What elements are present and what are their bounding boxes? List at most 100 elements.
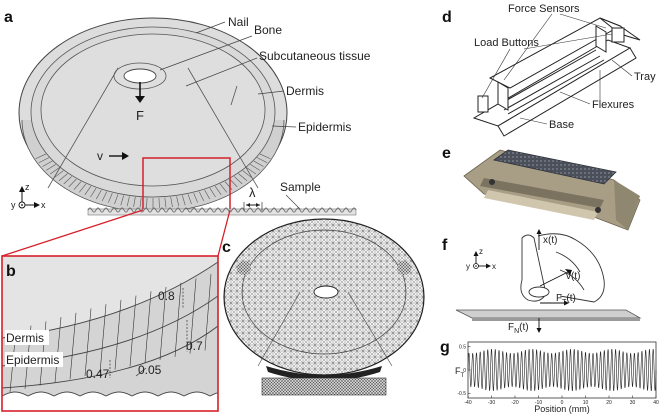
mesh-line <box>99 304 107 373</box>
epidermis-tick <box>170 197 173 208</box>
epidermis-tick <box>50 167 60 175</box>
dim-07: 0.7 <box>186 339 203 353</box>
panel-b-frame <box>1 255 219 412</box>
sample-surface <box>87 207 357 216</box>
chart-xtick-label: -10 <box>535 400 542 406</box>
label-ft-main: F <box>556 293 562 304</box>
epidermis-tick <box>182 195 186 206</box>
epidermis-tick <box>229 178 238 188</box>
mesh-line <box>189 278 197 354</box>
label-dermis: Dermis <box>286 84 324 98</box>
epidermis-tick <box>198 191 205 202</box>
epidermis-tick <box>158 197 160 208</box>
label-sample: Sample <box>280 180 321 194</box>
label-xt: x(t) <box>543 235 557 246</box>
epidermis-tick <box>224 181 233 190</box>
epidermis-tick <box>101 191 108 202</box>
label-ft-sub: T <box>562 299 567 306</box>
axes-icon-a <box>18 186 40 209</box>
epidermis-tick <box>176 196 180 207</box>
panel-label-c: c <box>222 239 231 256</box>
chart-ytick-label: -0.5 <box>457 391 466 397</box>
label-ft-tail: (t) <box>566 293 575 304</box>
chart-ticks: -40 -30 -20 -10 0 10 20 30 40 -0.5 0 0.5 <box>457 344 659 406</box>
axis-z-f: z <box>479 247 483 256</box>
epidermis-tick <box>38 157 50 164</box>
label-epidermis: Epidermis <box>298 120 351 134</box>
epidermis-mesh-ticks <box>35 153 271 208</box>
label-nail: Nail <box>228 15 249 29</box>
force-arrow <box>135 82 145 103</box>
finger-sketch <box>520 233 605 303</box>
panel-e: e <box>442 145 641 231</box>
chart-ytick-label: 0.5 <box>459 344 466 350</box>
epidermis-tick <box>219 183 227 193</box>
finger-model <box>18 17 288 213</box>
epidermis-tick <box>238 173 248 181</box>
panel-label-g: g <box>440 339 450 356</box>
zoom-connector-left <box>1 209 144 257</box>
label-vt: v(t) <box>566 271 580 282</box>
label-fn: FN(t) <box>508 322 529 335</box>
chart-xtick-label: 30 <box>630 400 636 406</box>
mesh-line <box>204 274 212 351</box>
epidermis-tick <box>233 176 243 185</box>
chart-ylabel-sub: T <box>461 373 465 379</box>
epidermis-tick <box>58 173 68 181</box>
chart-xtick-label: 40 <box>653 400 659 406</box>
epidermis-tick <box>250 164 260 171</box>
epidermis-tick <box>96 189 102 200</box>
chart-xtick-label: -20 <box>511 400 518 406</box>
chart-xtick-label: 0 <box>561 400 564 406</box>
epidermis-tick <box>63 176 73 185</box>
epidermis-tick <box>42 160 53 167</box>
epidermis-tick <box>79 183 87 193</box>
epidermis-tick <box>84 185 92 195</box>
epidermis-tick <box>73 181 82 190</box>
axis-y-f: y <box>466 262 470 271</box>
epidermis-tick <box>246 167 256 175</box>
epidermis-tick <box>146 197 148 208</box>
panel-a: a Nail Bone Subcutaneous tissue Dermis E… <box>4 9 371 216</box>
chart-xtick-label: 10 <box>583 400 589 406</box>
mesh-line <box>114 299 122 370</box>
panel-label-d: d <box>442 9 452 26</box>
axis-x-a: x <box>41 200 46 210</box>
fem-mesh-sample <box>261 377 387 396</box>
panel-label-f: f <box>442 237 448 254</box>
label-fn-main: F <box>508 322 514 333</box>
chart-ytick-label: 0 <box>463 368 466 374</box>
chart-xtick-label: -30 <box>488 400 495 406</box>
chart-xtick-label: -40 <box>464 400 471 406</box>
label-base: Base <box>549 119 574 131</box>
epidermis-tick <box>114 194 119 205</box>
axes-icon-f <box>473 251 491 269</box>
epidermis-tick <box>108 193 113 203</box>
epidermis-tick <box>256 157 268 164</box>
panel-f: f z x y x(t) v(t) <box>442 229 642 335</box>
epidermis-tick <box>133 197 136 208</box>
epidermis-tick <box>54 170 64 178</box>
wavelength-marker <box>243 202 263 211</box>
mesh-line <box>54 317 62 383</box>
epidermis-tick <box>126 196 130 207</box>
label-fn-sub: N <box>514 328 519 335</box>
epidermis-tick <box>193 193 198 203</box>
label-force-sensors: Force Sensors <box>508 3 580 15</box>
zoom-connector-right <box>217 209 231 257</box>
chart-series-line <box>467 349 657 391</box>
chart-xtick-label: 20 <box>606 400 612 406</box>
label-ft: FT(t) <box>556 293 576 306</box>
mesh-line <box>129 295 137 367</box>
chart-xlabel: Position (mm) <box>534 404 590 414</box>
mesh-line <box>174 282 182 357</box>
axis-y-a: y <box>11 200 16 210</box>
label-tray: Tray <box>634 71 656 83</box>
mesh-line <box>84 308 92 377</box>
epidermis-tick <box>46 164 56 171</box>
tribometer-photo <box>463 149 641 231</box>
label-b-dermis: Dermis <box>6 331 44 345</box>
epidermis-tick <box>209 188 216 198</box>
